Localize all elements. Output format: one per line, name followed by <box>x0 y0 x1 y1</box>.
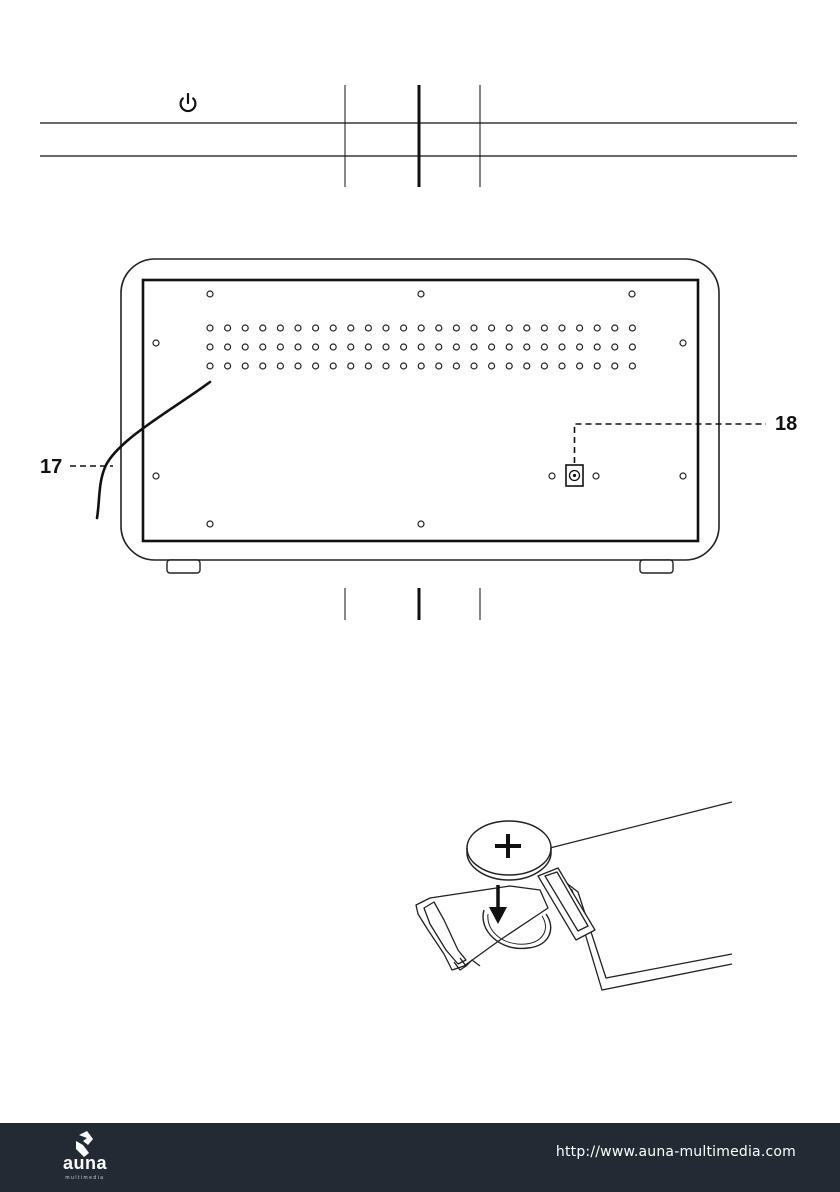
auna-logo-icon: auna multimedia <box>46 1131 124 1187</box>
callout-label-17: 17 <box>40 457 62 477</box>
device-foot-left <box>167 560 200 573</box>
website-link[interactable]: http://www.auna-multimedia.com <box>556 1144 796 1160</box>
svg-text:auna: auna <box>63 1153 108 1173</box>
power-icon <box>181 94 196 111</box>
spec-table-continuation <box>0 588 840 622</box>
rear-view-diagram <box>0 250 840 590</box>
dc-in-socket <box>566 465 583 486</box>
brand-logo[interactable]: auna multimedia <box>46 1131 124 1187</box>
callout-label-18: 18 <box>775 414 797 434</box>
device-foot-right <box>640 560 673 573</box>
battery-tray <box>416 886 548 970</box>
battery-replacement-illustration <box>400 790 740 1005</box>
device-rear-panel <box>143 280 698 541</box>
footer-bar: auna multimedia http://www.auna-multimed… <box>0 1123 840 1192</box>
svg-text:multimedia: multimedia <box>65 1175 104 1181</box>
spec-table <box>0 80 840 192</box>
